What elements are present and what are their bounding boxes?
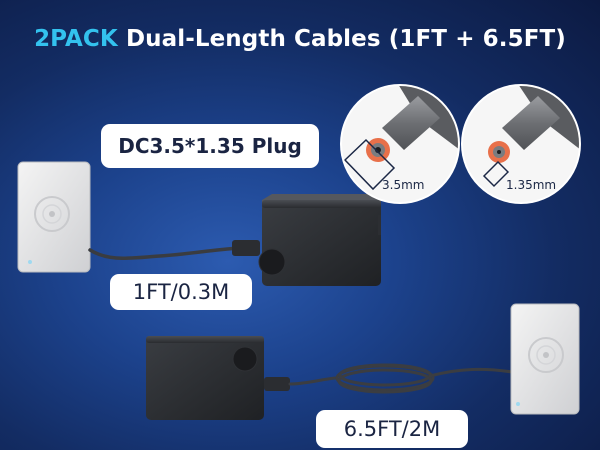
short-cable-plug [232, 240, 260, 256]
plug-type-label: DC3.5*1.35 Plug [101, 124, 319, 168]
long-cable-text: 6.5FT/2M [343, 417, 441, 441]
inner-diameter-label: 1.35mm [506, 178, 556, 192]
power-bank-bottom [146, 336, 264, 420]
outer-diameter-label: 3.5mm [382, 178, 424, 192]
plug-detail-outer [340, 84, 460, 204]
short-cable [88, 246, 242, 261]
wall-plate-long [510, 303, 580, 415]
short-cable-label: 1FT/0.3M [110, 274, 252, 310]
long-cable [264, 363, 514, 394]
plug-detail-inner [461, 84, 581, 204]
plug-type-text: DC3.5*1.35 Plug [118, 134, 302, 158]
page-title: 2PACK Dual-Length Cables (1FT + 6.5FT) [0, 26, 600, 52]
title-text: Dual-Length Cables (1FT + 6.5FT) [125, 26, 566, 52]
power-bank-top [258, 194, 381, 286]
title-accent: 2PACK [34, 26, 118, 52]
wall-plate-short [17, 161, 91, 273]
short-cable-text: 1FT/0.3M [132, 280, 230, 304]
long-cable-label: 6.5FT/2M [316, 410, 468, 448]
